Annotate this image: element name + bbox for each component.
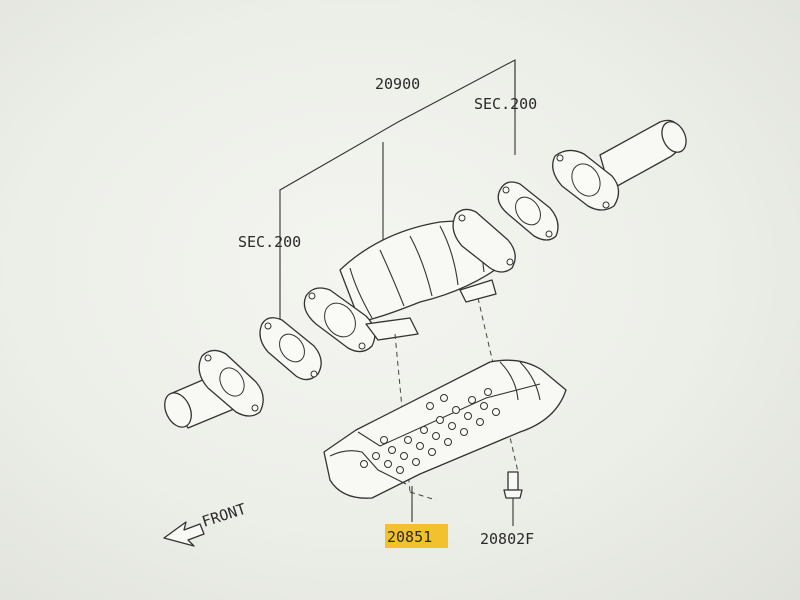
assembly-dash-lines [394, 297, 519, 501]
heat-shield-perforations [360, 388, 500, 474]
label-20851: 20851 [387, 528, 432, 546]
bolt [503, 471, 523, 526]
label-20802f: 20802F [480, 530, 534, 548]
heat-shield [323, 359, 567, 522]
right-gasket [497, 181, 559, 241]
label-front: FRONT [200, 500, 249, 531]
front-arrow-icon [163, 521, 205, 547]
left-gasket [259, 317, 322, 381]
label-sec-200-left: SEC.200 [238, 233, 301, 251]
assembly-leader-lines [279, 59, 516, 320]
right-pipe-flange [552, 119, 687, 211]
label-highlight-20851 [385, 524, 448, 548]
label-20900: 20900 [375, 75, 420, 93]
catalytic-converter [303, 208, 516, 353]
left-pipe-flange [164, 349, 264, 429]
label-sec-200-right: SEC.200 [474, 95, 537, 113]
